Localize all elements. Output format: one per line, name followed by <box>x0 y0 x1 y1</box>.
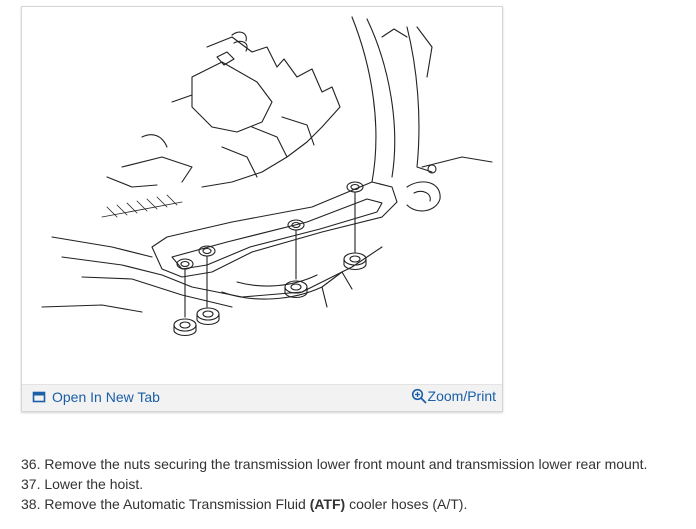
open-in-new-tab-label: Open In New Tab <box>52 389 160 405</box>
step-number: 36. <box>21 456 41 472</box>
step-abbreviation: (ATF) <box>309 496 346 512</box>
zoom-print-label: Zoom/Print <box>427 388 496 404</box>
step-number: 38. <box>21 496 41 512</box>
step-item: 37. Lower the hoist. <box>21 474 647 494</box>
figure-card: Open In New Tab Zoom/Print <box>21 6 503 412</box>
zoom-print-link[interactable]: Zoom/Print <box>411 388 496 404</box>
open-tab-icon <box>32 391 46 403</box>
step-text: Remove the Automatic Transmission Fluid <box>44 496 310 512</box>
step-item: 36. Remove the nuts securing the transmi… <box>21 454 647 474</box>
magnifier-icon <box>411 388 426 404</box>
step-text: Remove the nuts securing the transmissio… <box>44 456 648 472</box>
transmission-mount-diagram <box>41 16 493 337</box>
step-text-end: cooler hoses (A/T). <box>345 496 468 512</box>
step-text: Lower the hoist. <box>44 476 144 492</box>
step-number: 37. <box>21 476 41 492</box>
open-in-new-tab-link[interactable]: Open In New Tab <box>32 389 160 405</box>
step-item: 38. Remove the Automatic Transmission Fl… <box>21 494 647 514</box>
figure-toolbar: Open In New Tab Zoom/Print <box>22 384 502 411</box>
procedure-steps: 36. Remove the nuts securing the transmi… <box>21 454 647 514</box>
